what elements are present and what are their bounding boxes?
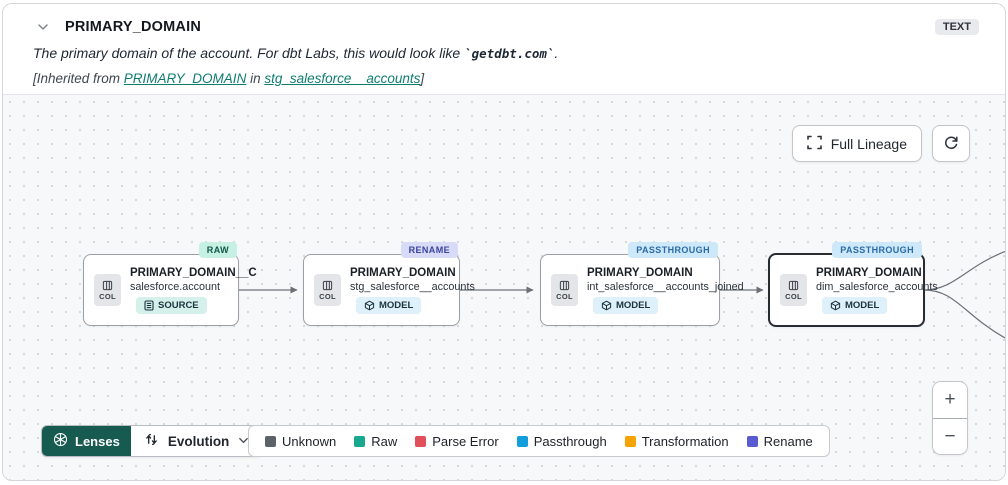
source-icon xyxy=(144,299,154,311)
evolution-badge: PASSTHROUGH xyxy=(832,242,922,258)
evolution-icon xyxy=(144,432,159,450)
node-column-name: PRIMARY_DOMAIN xyxy=(350,266,456,279)
node-column-name: PRIMARY_DOMAIN xyxy=(816,266,922,279)
column-description: The primary domain of the account. For d… xyxy=(33,45,559,61)
model-cube-icon xyxy=(830,300,841,310)
zoom-in-button[interactable]: + xyxy=(933,382,967,418)
expand-icon xyxy=(806,135,822,153)
resource-type-badge: SOURCE xyxy=(136,296,207,314)
column-title: PRIMARY_DOMAIN xyxy=(65,19,201,35)
lineage-node-staging[interactable]: RENAME COL PRIMARY_DOMAIN stg_salesforce… xyxy=(303,242,475,326)
legend-item: Unknown xyxy=(265,434,336,449)
legend-swatch-parse-error xyxy=(415,435,427,447)
node-model-name: dim_salesforce_accounts xyxy=(816,280,938,293)
lenses-control: Lenses Evolution xyxy=(41,425,264,457)
zoom-controls: + − xyxy=(932,381,968,455)
inherited-from-line: [Inherited from PRIMARY_DOMAIN in stg_sa… xyxy=(33,71,425,86)
evolution-badge: RENAME xyxy=(400,242,458,258)
resource-type-badge: MODEL xyxy=(356,296,422,314)
canvas-toolbar: Full Lineage xyxy=(791,125,970,162)
refresh-icon xyxy=(943,134,960,154)
collapse-chevron-icon[interactable] xyxy=(33,17,53,37)
inherited-column-link[interactable]: PRIMARY_DOMAIN xyxy=(123,71,247,86)
legend-swatch-unknown xyxy=(265,435,276,447)
legend-item: Parse Error xyxy=(415,434,499,449)
node-model-name: salesforce.account xyxy=(130,280,221,293)
zoom-out-button[interactable]: − xyxy=(933,418,967,454)
legend-swatch-passthrough xyxy=(516,435,528,447)
evolution-legend: Unknown Raw Parse Error Passthrough Tran… xyxy=(248,425,830,457)
node-model-name: stg_salesforce__accounts xyxy=(350,280,475,293)
full-lineage-button[interactable]: Full Lineage xyxy=(791,125,922,162)
node-column-name: PRIMARY_DOMAIN__C xyxy=(130,266,257,279)
description-code: `getdbt.com` xyxy=(464,46,555,61)
lenses-button[interactable]: Lenses xyxy=(42,426,131,456)
model-cube-icon xyxy=(364,300,375,310)
model-cube-icon xyxy=(601,300,612,310)
lineage-node-dim-selected[interactable]: PASSTHROUGH COL PRIMARY_DOMAIN dim_sales… xyxy=(768,242,938,327)
node-column-name: PRIMARY_DOMAIN xyxy=(587,266,693,279)
legend-item: Raw xyxy=(354,434,397,449)
legend-swatch-transformation xyxy=(624,435,636,447)
evolution-badge: RAW xyxy=(198,242,237,258)
column-lineage-panel: PRIMARY_DOMAIN TEXT The primary domain o… xyxy=(2,3,1006,481)
column-type-badge: TEXT xyxy=(934,19,979,35)
legend-swatch-raw xyxy=(354,435,366,447)
lens-aperture-icon xyxy=(53,432,68,450)
legend-swatch-rename xyxy=(746,435,758,447)
legend-item: Transformation xyxy=(624,434,729,449)
lenses-label: Lenses xyxy=(75,433,120,449)
node-model-name: int_salesforce__accounts_joined xyxy=(587,280,744,293)
column-icon: COL xyxy=(94,274,121,306)
selected-lens-label: Evolution xyxy=(167,433,230,449)
full-lineage-label: Full Lineage xyxy=(830,135,907,152)
inherited-model-link[interactable]: stg_salesforce__accounts xyxy=(264,71,421,86)
resource-type-badge: MODEL xyxy=(822,296,888,314)
column-icon: COL xyxy=(551,274,578,306)
lineage-node-intermediate[interactable]: PASSTHROUGH COL PRIMARY_DOMAIN int_sales… xyxy=(540,242,744,326)
column-icon: COL xyxy=(314,274,341,306)
header: PRIMARY_DOMAIN TEXT The primary domain o… xyxy=(3,4,1005,94)
evolution-badge: PASSTHROUGH xyxy=(628,242,718,258)
legend-item: Passthrough xyxy=(516,434,607,449)
lineage-node-source[interactable]: RAW COL PRIMARY_DOMAIN__C salesforce.acc… xyxy=(83,242,257,326)
chevron-down-icon xyxy=(238,434,249,449)
column-icon: COL xyxy=(780,274,807,306)
lens-select[interactable]: Evolution xyxy=(131,426,262,456)
legend-item: Rename xyxy=(746,434,813,449)
refresh-button[interactable] xyxy=(932,125,970,162)
resource-type-badge: MODEL xyxy=(593,296,659,314)
